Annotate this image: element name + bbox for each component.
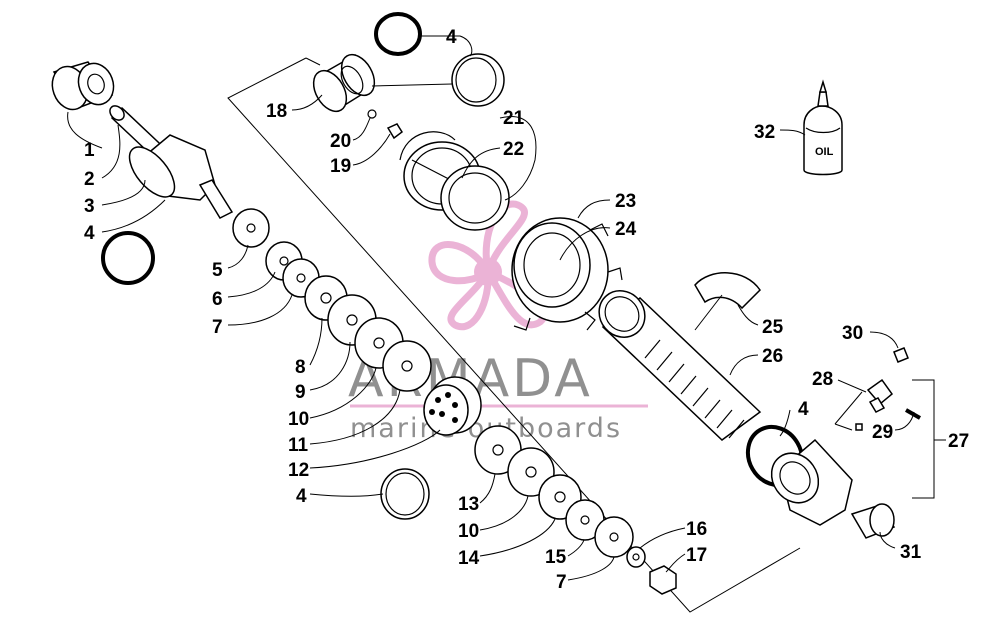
callout-4-left: 4 — [84, 223, 95, 244]
callout-20: 20 — [330, 131, 351, 152]
assembly-frame — [227, 57, 801, 613]
callout-12: 12 — [288, 460, 309, 481]
callout-18: 18 — [266, 101, 287, 122]
callout-16: 16 — [686, 519, 707, 540]
screw-part-19 — [386, 123, 404, 140]
washer-stack-left — [232, 208, 432, 392]
callout-8: 8 — [295, 357, 306, 378]
bushing-part-31 — [850, 503, 896, 539]
callout-30: 30 — [842, 323, 863, 344]
piston-part-11 — [423, 376, 482, 436]
callout-4-top: 4 — [446, 27, 457, 48]
callout-19: 19 — [330, 156, 351, 177]
bracket-27 — [912, 379, 935, 499]
callout-11: 11 — [288, 435, 309, 456]
propeller-logo — [428, 200, 547, 331]
o-ring-part-20 — [367, 109, 377, 119]
callout-10-lower: 10 — [458, 521, 479, 542]
o-ring-part-29 — [905, 408, 921, 420]
o-ring-part-4-top — [374, 12, 422, 56]
callout-31: 31 — [900, 542, 922, 563]
callout-4-mid: 4 — [296, 486, 307, 507]
callout-4-right: 4 — [798, 399, 809, 420]
shield-part-25 — [694, 272, 761, 310]
propeller-hub — [474, 258, 502, 286]
valve-part-28 — [855, 378, 894, 431]
bushing-part-1 — [51, 61, 115, 111]
callout-7-lower: 7 — [556, 572, 567, 593]
callout-32: 32 — [754, 122, 775, 143]
callout-10-upper: 10 — [288, 409, 309, 430]
callout-27: 27 — [948, 431, 969, 452]
band-part-4-top — [451, 53, 505, 107]
oil-bottle-part-32: OIL — [803, 79, 843, 176]
o-ring-part-4 — [101, 231, 155, 285]
callout-7-upper: 7 — [212, 317, 223, 338]
reservoir-part-27 — [770, 438, 853, 526]
callout-23: 23 — [615, 191, 636, 212]
callout-6: 6 — [212, 289, 223, 310]
leader-lines — [67, 35, 915, 581]
callout-1: 1 — [84, 140, 95, 161]
callout-15: 15 — [545, 547, 567, 568]
callout-2: 2 — [84, 169, 95, 190]
callout-labels: 1 2 3 4 5 6 7 8 9 10 11 12 4 18 4 20 19 … — [84, 27, 969, 593]
callout-24: 24 — [615, 219, 637, 240]
assembly-frame-top — [305, 57, 321, 66]
callout-14: 14 — [458, 548, 480, 569]
callout-3: 3 — [84, 196, 95, 217]
oil-bottle-label: OIL — [815, 146, 834, 158]
callout-13: 13 — [458, 494, 479, 515]
washer-stack-right — [474, 425, 677, 595]
callout-25: 25 — [762, 317, 784, 338]
valve-cap-part-30 — [893, 347, 909, 363]
callout-28: 28 — [812, 369, 833, 390]
callout-21: 21 — [503, 108, 525, 129]
callout-26: 26 — [762, 346, 783, 367]
callout-5: 5 — [212, 260, 223, 281]
callout-29: 29 — [872, 422, 893, 443]
cap-part-18 — [312, 53, 376, 113]
callout-9: 9 — [295, 382, 306, 403]
seal-part-22 — [440, 165, 510, 231]
piston-band-part-4 — [380, 468, 430, 520]
callout-22: 22 — [503, 139, 524, 160]
callout-17: 17 — [686, 545, 707, 566]
body-part-3 — [128, 134, 234, 219]
cylinder-part-26 — [598, 290, 762, 441]
